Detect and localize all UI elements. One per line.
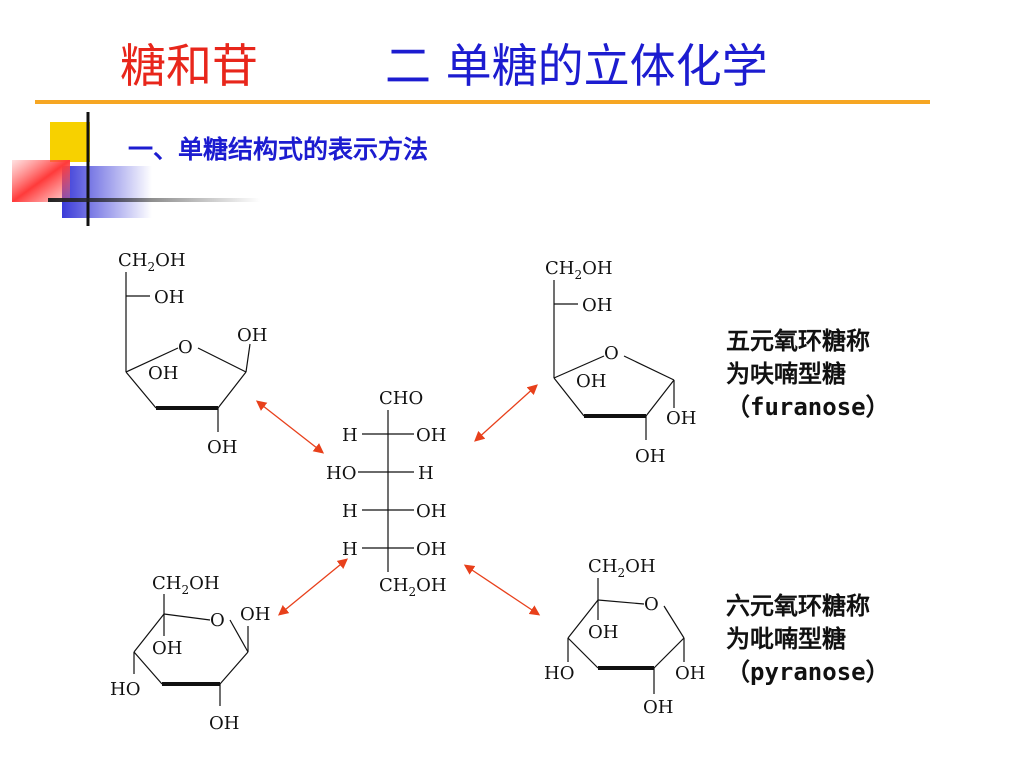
oh-label: OH <box>643 697 673 718</box>
title-main: 糖和苷 <box>120 39 258 93</box>
pyranose-bottom-right <box>567 578 685 694</box>
fischer-projection <box>358 410 414 572</box>
arrow-bottom-right <box>463 564 541 616</box>
pyranose-note-en: （pyranose） <box>726 658 890 686</box>
ring-oxygen-label: O <box>178 337 193 358</box>
ho-label: HO <box>326 463 356 484</box>
pyranose-bottom-left <box>133 594 249 706</box>
ch2oh-label: CH2OH <box>118 250 186 274</box>
h-label: H <box>342 425 358 446</box>
oh-label: OH <box>207 437 237 458</box>
oh-label: OH <box>576 371 606 392</box>
oh-label: OH <box>416 539 446 560</box>
yellow-square <box>50 122 90 162</box>
pyranose-note-line1: 六元氧环糖称 <box>726 592 870 620</box>
ch2oh-label: CH2OH <box>379 575 447 599</box>
cho-label: CHO <box>379 388 423 409</box>
oh-label: OH <box>152 638 182 659</box>
h-label: H <box>342 501 358 522</box>
oh-label: OH <box>154 287 184 308</box>
h-label: H <box>342 539 358 560</box>
oh-label: OH <box>588 622 618 643</box>
title-sub: 二 单糖的立体化学 <box>385 39 768 93</box>
oh-label: OH <box>416 501 446 522</box>
oh-label: OH <box>148 363 178 384</box>
oh-label: OH <box>582 295 612 316</box>
furanose-note: 五元氧环糖称 为呋喃型糖 （furanose） <box>726 325 890 424</box>
title-underline <box>35 100 930 104</box>
oh-label: OH <box>209 713 239 734</box>
oh-label: OH <box>675 663 705 684</box>
furanose-note-line1: 五元氧环糖称 <box>726 327 870 355</box>
section-subtitle: 一、单糖结构式的表示方法 <box>128 135 429 164</box>
ch2oh-label: CH2OH <box>545 258 613 282</box>
ch2oh-label: CH2OH <box>152 573 220 597</box>
furanose-note-line2: 为呋喃型糖 <box>726 360 846 388</box>
decorative-squares <box>12 112 260 226</box>
oh-label: OH <box>666 408 696 429</box>
arrow-top-left <box>255 400 325 454</box>
ho-label: HO <box>110 679 140 700</box>
furanose-note-en: （furanose） <box>726 393 890 421</box>
furanose-top-left <box>125 272 251 432</box>
oh-label: OH <box>635 446 665 467</box>
furanose-top-right <box>553 280 675 440</box>
arrow-top-right <box>474 384 538 442</box>
ch2oh-label: CH2OH <box>588 556 656 580</box>
deco-horizontal-line <box>48 198 260 202</box>
arrow-bottom-left <box>277 558 349 616</box>
ring-oxygen-label: O <box>644 594 659 615</box>
pyranose-note-line2: 为吡喃型糖 <box>726 625 846 653</box>
ho-label: HO <box>544 663 574 684</box>
red-square <box>12 160 70 202</box>
blue-square <box>62 166 152 218</box>
oh-label: OH <box>237 325 267 346</box>
oh-label: OH <box>240 604 270 625</box>
h-label: H <box>418 463 434 484</box>
ring-oxygen-label: O <box>604 343 619 364</box>
pyranose-note: 六元氧环糖称 为吡喃型糖 （pyranose） <box>726 590 890 689</box>
oh-label: OH <box>416 425 446 446</box>
ring-oxygen-label: O <box>210 610 225 631</box>
